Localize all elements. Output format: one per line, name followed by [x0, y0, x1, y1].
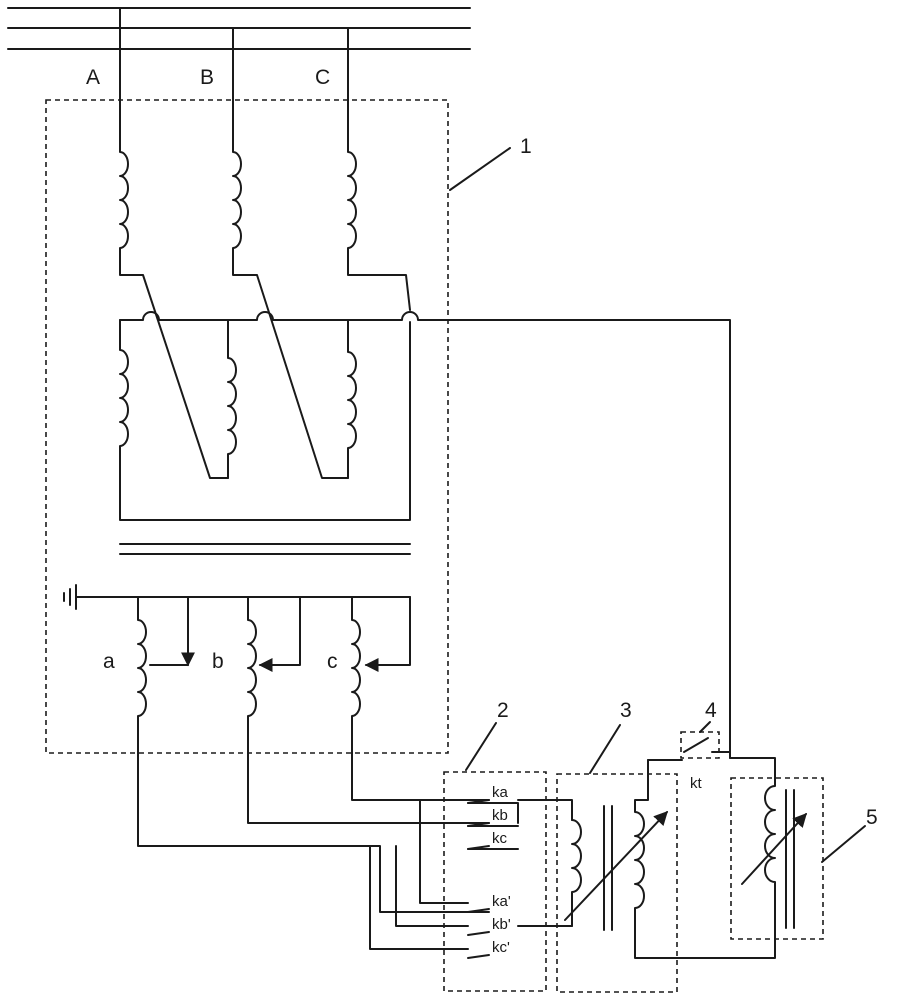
terminal-kb: kb	[492, 807, 508, 824]
terminal-kc-prime: kc'	[492, 939, 510, 956]
callout-4: 4	[705, 699, 717, 722]
winding-label-b: b	[212, 650, 224, 673]
variable-reactor	[729, 757, 807, 941]
terminal-ka-prime: ka'	[492, 893, 511, 910]
switch-label: kt	[690, 775, 703, 792]
phase-label-c: C	[315, 66, 330, 89]
callout-1: 1	[520, 135, 532, 158]
switch-kt	[683, 737, 731, 753]
delta-windings	[119, 311, 731, 759]
ground-icon	[63, 584, 411, 610]
terminal-ka: ka	[492, 784, 509, 801]
terminal-kb-prime: kb'	[492, 916, 511, 933]
callout-2: 2	[497, 699, 509, 722]
phase-label-a: A	[86, 66, 100, 89]
adjustable-transformer	[564, 759, 776, 959]
tapped-windings	[137, 596, 490, 913]
transformer-box-3	[556, 773, 678, 993]
callout-5: 5	[866, 806, 878, 829]
terminal-wiring	[369, 799, 573, 959]
phase-label-b: B	[200, 66, 214, 89]
callout-leaders	[449, 147, 866, 863]
terminal-box-2	[443, 771, 547, 992]
callout-3: 3	[620, 699, 632, 722]
winding-label-c: c	[327, 650, 338, 673]
terminal-kc: kc	[492, 830, 508, 847]
reactor-box-5	[730, 777, 824, 940]
bus-bars	[7, 7, 471, 50]
primary-windings	[119, 7, 411, 479]
winding-label-a: a	[103, 650, 115, 673]
switch-box-4	[680, 731, 720, 759]
